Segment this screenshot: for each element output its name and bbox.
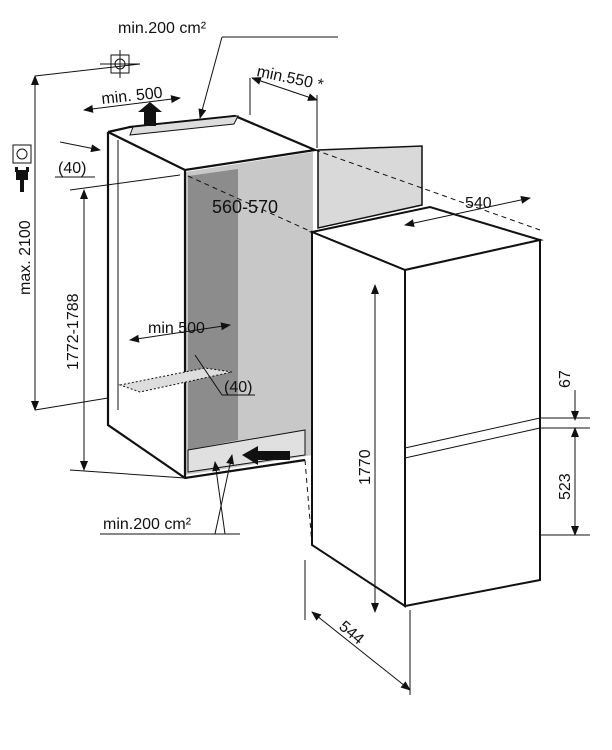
airflow-arrow-icon <box>242 446 290 465</box>
door-clearance-label: min.550 * <box>255 63 325 94</box>
power-socket-icon <box>12 144 32 164</box>
power-plug-icon <box>15 167 29 192</box>
water-connection-icon <box>100 50 140 78</box>
niche-cabinet <box>106 114 319 480</box>
niche-depth-label: 560-570 <box>212 197 278 217</box>
split-gap-label: 67 <box>557 370 574 388</box>
dimension-lines <box>31 36 590 695</box>
bottom-vent-area-label: min.200 cm² <box>103 516 192 533</box>
max-height-label: max. 2100 <box>17 220 34 295</box>
freezer-height-label: 523 <box>557 473 574 500</box>
niche-height-label: 1772-1788 <box>65 293 82 370</box>
top-vent-width-label: min. 500 <box>101 85 164 108</box>
appliance-width-label: 540 <box>465 195 492 212</box>
appliance-depth-label: 544 <box>335 618 366 648</box>
top-gap-label: (40) <box>58 160 86 177</box>
top-vent-area-label: min.200 cm² <box>118 20 207 37</box>
airflow-arrow-icon <box>138 102 162 126</box>
bottom-vent-width-label: min 500 <box>148 320 205 337</box>
bottom-gap-label: (40) <box>224 379 252 396</box>
appliance <box>308 205 544 608</box>
appliance-height-label: 1770 <box>357 449 374 485</box>
